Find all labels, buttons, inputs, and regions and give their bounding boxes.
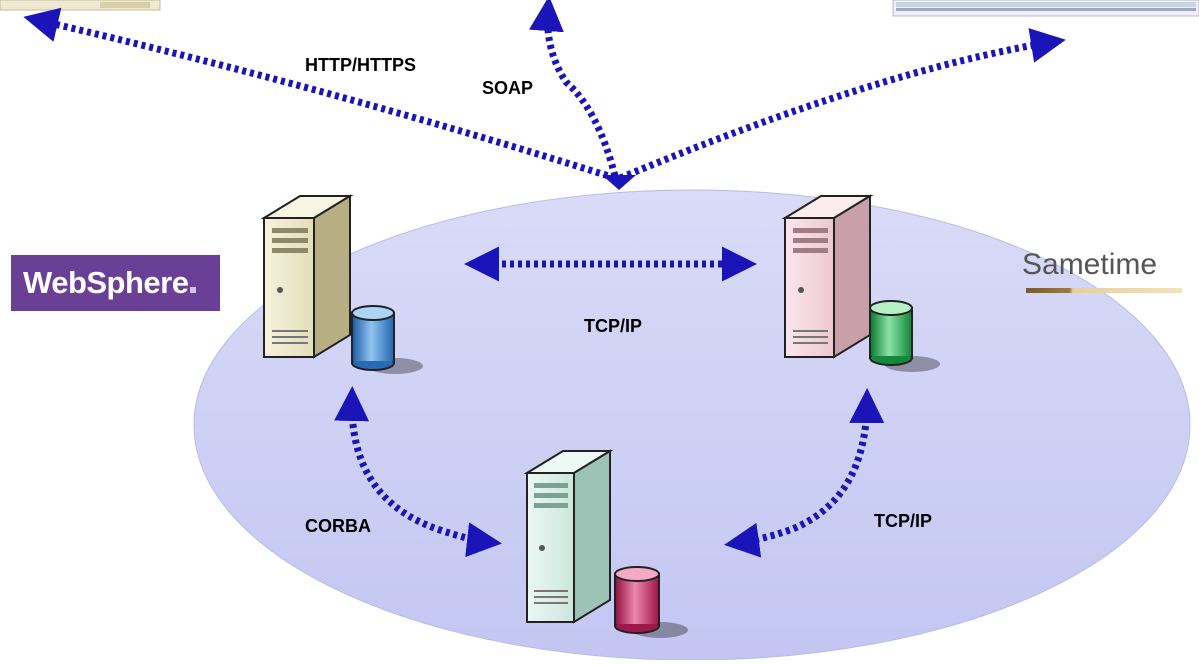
client-thumbnail-right bbox=[892, 0, 1199, 17]
sametime-logo-bar bbox=[1026, 288, 1182, 293]
tcpip-right-arrow bbox=[724, 388, 885, 558]
websphere-logo-dot bbox=[190, 287, 197, 293]
http-arrow bbox=[23, 7, 617, 182]
tcpip-top-label: TCP/IP bbox=[584, 316, 643, 336]
websphere-logo: WebSphere bbox=[11, 255, 220, 311]
server-left bbox=[260, 194, 354, 359]
http-https-label: HTTP/HTTPS bbox=[305, 55, 416, 75]
corba-label: CORBA bbox=[305, 516, 371, 536]
tcpip-right-label: TCP/IP bbox=[874, 511, 933, 531]
client-thumbnail-left bbox=[0, 0, 161, 11]
websphere-logo-text: WebSphere bbox=[23, 265, 189, 300]
server-bottom bbox=[523, 449, 614, 624]
corba-arrow bbox=[334, 386, 502, 558]
soap-arrow bbox=[528, 0, 619, 177]
soap-label: SOAP bbox=[482, 78, 534, 98]
sametime-logo-text: Sametime bbox=[1022, 248, 1158, 281]
sametime-logo: Sametime bbox=[1022, 248, 1182, 296]
hub-arrowhead bbox=[602, 175, 636, 190]
server-right bbox=[781, 194, 874, 359]
database-bottom bbox=[614, 566, 688, 638]
database-right bbox=[869, 300, 940, 372]
database-left bbox=[351, 305, 423, 374]
web-client-arrow bbox=[618, 28, 1066, 182]
